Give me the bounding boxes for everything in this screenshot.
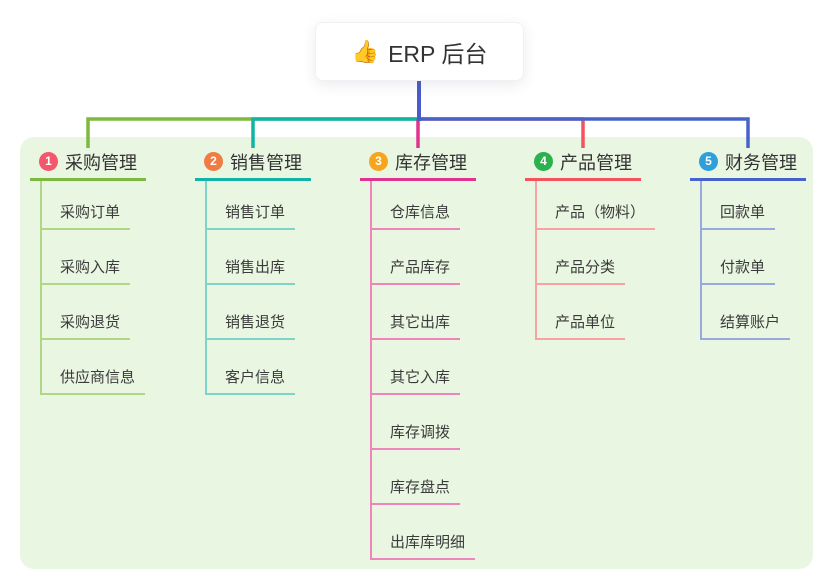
branch-child-node[interactable]: 供应商信息 [42, 340, 146, 395]
branch-child-label: 回款单 [702, 201, 776, 230]
branch-child-label: 出库库明细 [372, 531, 476, 560]
branch-topic-node[interactable]: 1 采购管理 [30, 145, 146, 181]
branch-child-node[interactable]: 销售退货 [207, 285, 296, 340]
branch-child-label: 库存调拨 [372, 421, 461, 450]
branch-child-node[interactable]: 付款单 [702, 230, 790, 285]
branch-child-node[interactable]: 回款单 [702, 181, 790, 230]
branch-number-badge: 4 [534, 152, 553, 171]
branch-topic-node[interactable]: 3 库存管理 [360, 145, 476, 181]
branch-child-label: 销售出库 [207, 256, 296, 285]
branch-children: 销售订单销售出库销售退货客户信息 [205, 181, 296, 395]
branch-child-label: 产品库存 [372, 256, 461, 285]
branch-title: 销售管理 [230, 152, 302, 173]
branch-child-node[interactable]: 采购入库 [42, 230, 145, 285]
branch-column: 3 库存管理 仓库信息产品库存其它出库其它入库库存调拨库存盘点出库库明细 [360, 145, 476, 560]
branch-child-label: 产品（物料） [537, 201, 656, 230]
branch-column: 1 采购管理 采购订单采购入库采购退货供应商信息 [30, 145, 146, 395]
branch-topic-node[interactable]: 5 财务管理 [690, 145, 806, 181]
branch-child-label: 付款单 [702, 256, 776, 285]
branch-child-node[interactable]: 采购退货 [42, 285, 145, 340]
branch-child-node[interactable]: 客户信息 [207, 340, 296, 395]
branch-child-label: 产品分类 [537, 256, 626, 285]
branch-child-node[interactable]: 库存盘点 [372, 450, 475, 505]
branch-child-node[interactable]: 采购订单 [42, 181, 145, 230]
branch-column: 5 财务管理 回款单付款单结算账户 [690, 145, 806, 340]
branch-child-label: 结算账户 [702, 311, 791, 340]
branch-column: 2 销售管理 销售订单销售出库销售退货客户信息 [195, 145, 311, 395]
branch-title: 财务管理 [725, 152, 797, 173]
branch-child-label: 销售订单 [207, 201, 296, 230]
branch-child-node[interactable]: 销售出库 [207, 230, 296, 285]
branch-title: 采购管理 [65, 152, 137, 173]
branch-number-badge: 5 [699, 152, 718, 171]
branch-child-label: 采购退货 [42, 311, 131, 340]
branch-title: 产品管理 [560, 152, 632, 173]
root-node-title: ERP 后台 [388, 40, 488, 67]
branch-child-node[interactable]: 产品分类 [537, 230, 655, 285]
branch-column: 4 产品管理 产品（物料） 产品分类产品单位 [525, 145, 656, 340]
thumbs-up-icon: 👍 [351, 38, 380, 64]
branch-children: 产品（物料） 产品分类产品单位 [535, 181, 656, 340]
branches-background-panel [20, 137, 813, 569]
branch-children: 仓库信息产品库存其它出库其它入库库存调拨库存盘点出库库明细 [370, 181, 476, 560]
branch-topic-node[interactable]: 4 产品管理 [525, 145, 641, 181]
branch-child-node[interactable]: 仓库信息 [372, 181, 475, 230]
branch-child-node[interactable]: 产品（物料） [537, 181, 656, 230]
branch-child-node[interactable]: 其它出库 [372, 285, 475, 340]
branch-child-node[interactable]: 出库库明细 [372, 505, 476, 560]
branch-child-label: 其它出库 [372, 311, 461, 340]
branch-child-label: 仓库信息 [372, 201, 461, 230]
branch-number-badge: 3 [369, 152, 388, 171]
branch-child-label: 客户信息 [207, 366, 296, 395]
branch-child-node[interactable]: 产品单位 [537, 285, 655, 340]
root-node-erp-backend[interactable]: 👍 ERP 后台 [315, 22, 524, 81]
branch-title: 库存管理 [395, 152, 467, 173]
branch-children: 采购订单采购入库采购退货供应商信息 [40, 181, 146, 395]
branch-topic-node[interactable]: 2 销售管理 [195, 145, 311, 181]
branch-child-label: 采购入库 [42, 256, 131, 285]
branch-number-badge: 2 [204, 152, 223, 171]
branch-child-label: 销售退货 [207, 311, 296, 340]
branch-child-label: 产品单位 [537, 311, 626, 340]
branch-child-node[interactable]: 结算账户 [702, 285, 791, 340]
branch-child-node[interactable]: 库存调拨 [372, 395, 475, 450]
branch-children: 回款单付款单结算账户 [700, 181, 791, 340]
branch-child-label: 供应商信息 [42, 366, 146, 395]
branch-child-node[interactable]: 销售订单 [207, 181, 296, 230]
branch-child-node[interactable]: 产品库存 [372, 230, 475, 285]
branch-child-label: 采购订单 [42, 201, 131, 230]
branch-child-label: 库存盘点 [372, 476, 461, 505]
branch-child-node[interactable]: 其它入库 [372, 340, 475, 395]
branch-number-badge: 1 [39, 152, 58, 171]
branch-child-label: 其它入库 [372, 366, 461, 395]
